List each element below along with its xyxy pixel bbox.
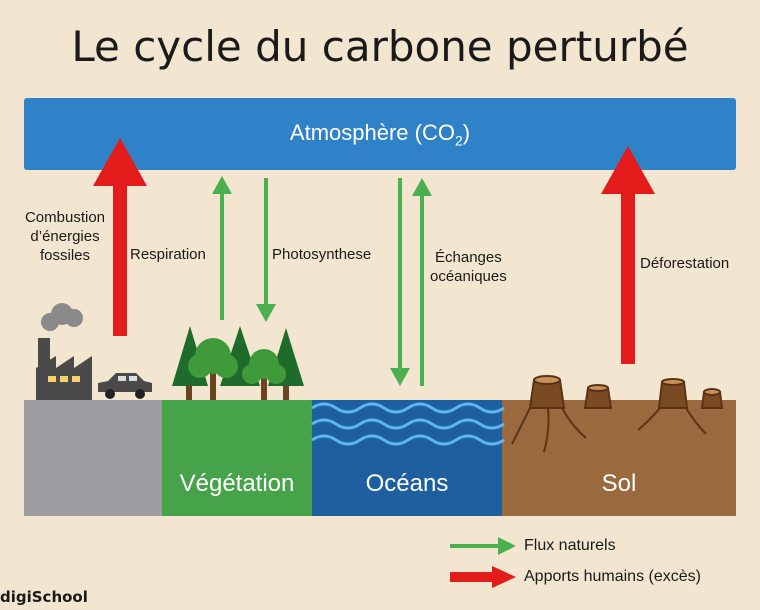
vegetation-label: Végétation xyxy=(179,470,295,497)
legend-natural-label: Flux naturels xyxy=(524,537,616,554)
vegetation-box: Végétation xyxy=(162,400,312,516)
atmosphere-box: Atmosphère (CO2) xyxy=(24,98,736,170)
arrow-combustion xyxy=(93,138,147,336)
arrow-photosynthese xyxy=(256,178,276,322)
legend-human-arrow xyxy=(450,566,516,588)
atmosphere-label: Atmosphère (CO2) xyxy=(289,119,471,149)
label-combustion: Combustion d’énergies fossiles xyxy=(24,209,106,264)
factory-icon xyxy=(36,303,92,400)
legend-natural-arrow xyxy=(450,537,516,555)
brand-logo: digiSchool xyxy=(0,588,88,606)
tree-icons xyxy=(172,326,304,400)
page-title: Le cycle du carbone perturbé xyxy=(71,22,689,71)
legend-human-label: Apports humains (excès) xyxy=(524,568,701,585)
sol-label: Sol xyxy=(601,470,637,497)
co2-subscript: 2 xyxy=(454,132,463,149)
oceans-box: Océans xyxy=(312,400,502,516)
car-icon xyxy=(98,373,152,399)
ocean-waves xyxy=(311,402,505,446)
label-deforestation: Déforestation xyxy=(640,255,730,272)
label-photosynthese: Photosynthese xyxy=(272,246,372,263)
arrow-ocean-up xyxy=(412,178,432,386)
industry-ground xyxy=(24,400,162,516)
sol-box: Sol xyxy=(502,400,736,516)
label-echanges: Échanges océaniques xyxy=(430,249,507,285)
arrow-deforestation xyxy=(601,146,655,364)
oceans-label: Océans xyxy=(365,470,449,497)
stump-icons xyxy=(511,375,724,453)
arrow-respiration xyxy=(212,176,232,320)
arrow-ocean-down xyxy=(390,178,410,386)
label-respiration: Respiration xyxy=(130,246,206,263)
